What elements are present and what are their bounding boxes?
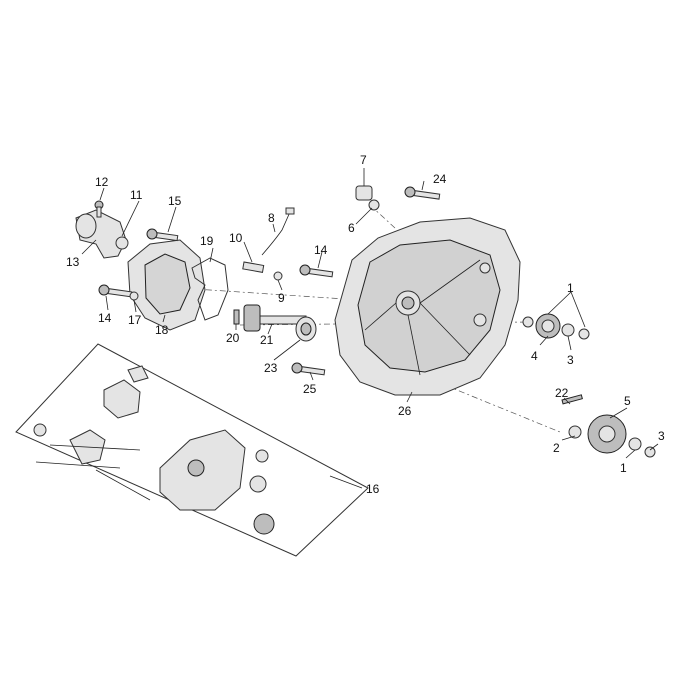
- o-ring: [273, 271, 283, 281]
- washer: [129, 291, 139, 301]
- callout-15: 15: [168, 194, 182, 208]
- gear-set: [522, 313, 590, 340]
- bolt: [404, 186, 441, 200]
- callout-18: 18: [155, 323, 169, 337]
- bolt: [146, 228, 179, 242]
- callout-19: 19: [200, 234, 214, 248]
- pump-shaft: [243, 304, 317, 342]
- callout-14: 14: [314, 243, 328, 257]
- callout-20: 20: [226, 331, 240, 345]
- callout-12: 12: [95, 175, 109, 189]
- callout-16: 16: [366, 482, 380, 496]
- callout-7: 7: [360, 153, 367, 167]
- callout-3: 3: [567, 353, 574, 367]
- small-bolt: [94, 200, 104, 218]
- callout-22: 22: [555, 386, 569, 400]
- callout-8: 8: [268, 211, 275, 225]
- bolt: [299, 264, 334, 278]
- callout-labels: 1 4 3 22 5 2 3 1 24 7 6 8 10 14 9 19 15 …: [66, 153, 665, 496]
- callout-4: 4: [531, 349, 538, 363]
- leader-lines: [81, 168, 659, 489]
- callout-23: 23: [264, 361, 278, 375]
- callout-2: 2: [553, 441, 560, 455]
- callout-5: 5: [624, 394, 631, 408]
- callout-1: 1: [620, 461, 627, 475]
- callout-25: 25: [303, 382, 317, 396]
- pinion-gear-set: [561, 394, 656, 458]
- callout-13: 13: [66, 255, 80, 269]
- callout-26: 26: [398, 404, 412, 418]
- bleed-pipe: [261, 211, 291, 256]
- plug: [355, 185, 380, 211]
- bolt: [98, 284, 133, 298]
- bolt: [291, 362, 326, 376]
- assembly-inset: [15, 343, 369, 557]
- callout-11: 11: [130, 188, 143, 202]
- water-elbow: [75, 209, 127, 259]
- gasket: [191, 257, 229, 321]
- callout-6: 6: [348, 221, 355, 235]
- callout-9: 9: [278, 291, 285, 305]
- o-ring: [115, 236, 129, 250]
- callout-24: 24: [433, 172, 447, 186]
- crankcase-cover: [334, 217, 521, 396]
- callout-10: 10: [229, 231, 243, 245]
- callout-14: 14: [98, 311, 112, 325]
- callout-3: 3: [658, 429, 665, 443]
- callout-21: 21: [260, 333, 274, 347]
- sleeve: [242, 261, 265, 273]
- callout-1: 1: [567, 281, 574, 295]
- pin: [233, 309, 240, 325]
- callout-17: 17: [128, 313, 142, 327]
